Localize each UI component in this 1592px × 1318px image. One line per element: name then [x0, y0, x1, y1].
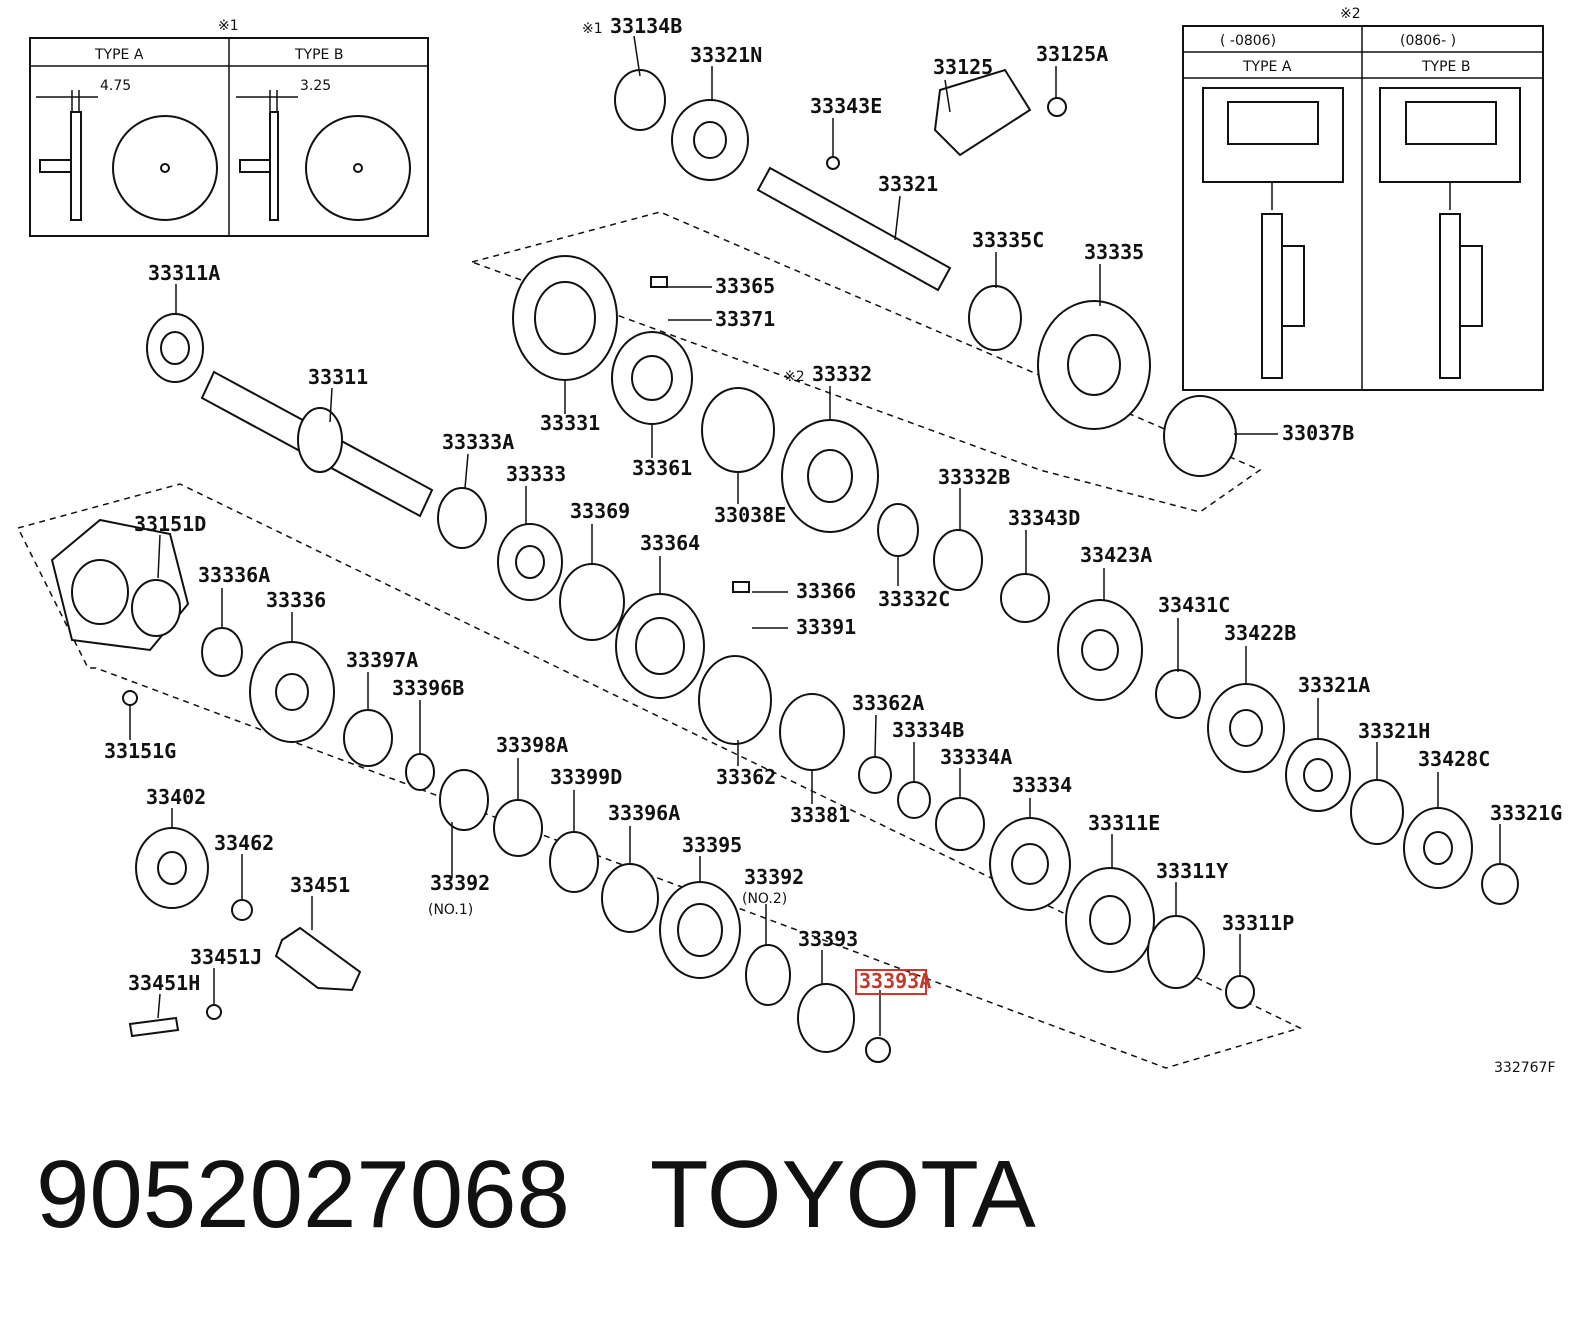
callout-33362: 33362	[716, 765, 776, 789]
callout-33311P: 33311P	[1222, 911, 1294, 935]
callout-33431C: 33431C	[1158, 593, 1230, 617]
callout-33391: 33391	[796, 615, 856, 639]
inset-left-ref: ※1	[218, 18, 239, 34]
inset-right-range-a: ( -0806)	[1220, 33, 1276, 49]
callout-33381: 33381	[790, 803, 850, 827]
callout-33422B: 33422B	[1224, 621, 1296, 645]
callout-labels: 33134B 33321N 33125 33125A 33343E 33321 …	[104, 14, 1562, 1076]
callout-33321A: 33321A	[1298, 673, 1370, 697]
callout-33402: 33402	[146, 785, 206, 809]
callout-33392-no2: 33392	[744, 865, 804, 889]
callout-33369: 33369	[570, 499, 630, 523]
callout-33334B: 33334B	[892, 718, 964, 742]
inset-right-type-b: TYPE B	[1421, 59, 1470, 75]
callout-33371: 33371	[715, 307, 775, 331]
callout-33321N: 33321N	[690, 43, 762, 67]
callout-33451H: 33451H	[128, 971, 200, 995]
callout-33343D: 33343D	[1008, 506, 1080, 530]
callout-33393: 33393	[798, 927, 858, 951]
callout-33462: 33462	[214, 831, 274, 855]
callout-33393A-highlighted: 33393A	[859, 969, 931, 993]
callout-33311E: 33311E	[1088, 811, 1160, 835]
leader-lines	[129, 35, 1501, 1036]
callout-33125: 33125	[933, 55, 993, 79]
inset-right-range-b: (0806- )	[1400, 33, 1456, 49]
callout-33311A: 33311A	[148, 261, 220, 285]
callout-33396B: 33396B	[392, 676, 464, 700]
inset-left-type-b: TYPE B	[294, 47, 343, 63]
callout-33311: 33311	[308, 365, 368, 389]
inset-right: ※2 ( -0806) (0806- ) TYPE A TYPE B	[1182, 6, 1544, 391]
group-outline-upper	[469, 211, 1262, 513]
callout-33451: 33451	[290, 873, 350, 897]
callout-33321H: 33321H	[1358, 719, 1430, 743]
callout-33321G: 33321G	[1490, 801, 1562, 825]
callout-33364: 33364	[640, 531, 700, 555]
inset-right-type-a: TYPE A	[1242, 59, 1292, 75]
callout-33451J: 33451J	[190, 945, 262, 969]
callout-33333: 33333	[506, 462, 566, 486]
highlight-box	[855, 969, 927, 995]
callout-33335: 33335	[1084, 240, 1144, 264]
callout-33332: 33332	[812, 362, 872, 386]
part-number: 9052027068	[36, 1141, 570, 1248]
inset-left-dim-a: 4.75	[100, 78, 131, 94]
callout-33423A: 33423A	[1080, 543, 1152, 567]
callout-33334: 33334	[1012, 773, 1072, 797]
callout-33332B: 33332B	[938, 465, 1010, 489]
callout-33392-no1: 33392	[430, 871, 490, 895]
callout-33343E: 33343E	[810, 94, 882, 118]
callout-33151D: 33151D	[134, 512, 206, 536]
callout-33399D: 33399D	[550, 765, 622, 789]
callout-33335C: 33335C	[972, 228, 1044, 252]
inset-right-ref: ※2	[1340, 6, 1361, 22]
callout-33336A: 33336A	[198, 563, 270, 587]
diagram-code: 332767F	[1494, 1060, 1556, 1076]
note-no2: (NO.2)	[742, 891, 787, 907]
callout-33365: 33365	[715, 274, 775, 298]
callout-33151G: 33151G	[104, 739, 176, 763]
inset-left-type-a: TYPE A	[94, 47, 144, 63]
note-no1: (NO.1)	[428, 902, 473, 918]
callout-33334A: 33334A	[940, 745, 1012, 769]
callout-33366: 33366	[796, 579, 856, 603]
callout-33428C: 33428C	[1418, 747, 1490, 771]
callout-33321: 33321	[878, 172, 938, 196]
callout-33038E: 33038E	[714, 503, 786, 527]
callout-33125A: 33125A	[1036, 42, 1108, 66]
inset-left: ※1 TYPE A TYPE B 4.75 3.25	[29, 18, 429, 237]
callout-33395: 33395	[682, 833, 742, 857]
footer-caption: 9052027068 TOYOTA	[36, 1140, 1036, 1250]
callout-33396A: 33396A	[608, 801, 680, 825]
callout-33361: 33361	[632, 456, 692, 480]
callout-33311Y: 33311Y	[1156, 859, 1228, 883]
parts-shapes	[50, 68, 1519, 1063]
callout-33336: 33336	[266, 588, 326, 612]
inset-left-dim-b: 3.25	[300, 78, 331, 94]
brand-name: TOYOTA	[649, 1141, 1036, 1248]
callout-33332C: 33332C	[878, 587, 950, 611]
group-outline-lower	[16, 483, 1303, 1069]
note-ref1: ※1	[582, 21, 603, 37]
callout-33397A: 33397A	[346, 648, 418, 672]
callout-33134B: 33134B	[610, 14, 682, 38]
note-ref2: ※2	[784, 369, 805, 385]
callout-33333A: 33333A	[442, 430, 514, 454]
callout-33037B: 33037B	[1282, 421, 1354, 445]
callout-33362A: 33362A	[852, 691, 924, 715]
callout-33398A: 33398A	[496, 733, 568, 757]
callout-33331: 33331	[540, 411, 600, 435]
